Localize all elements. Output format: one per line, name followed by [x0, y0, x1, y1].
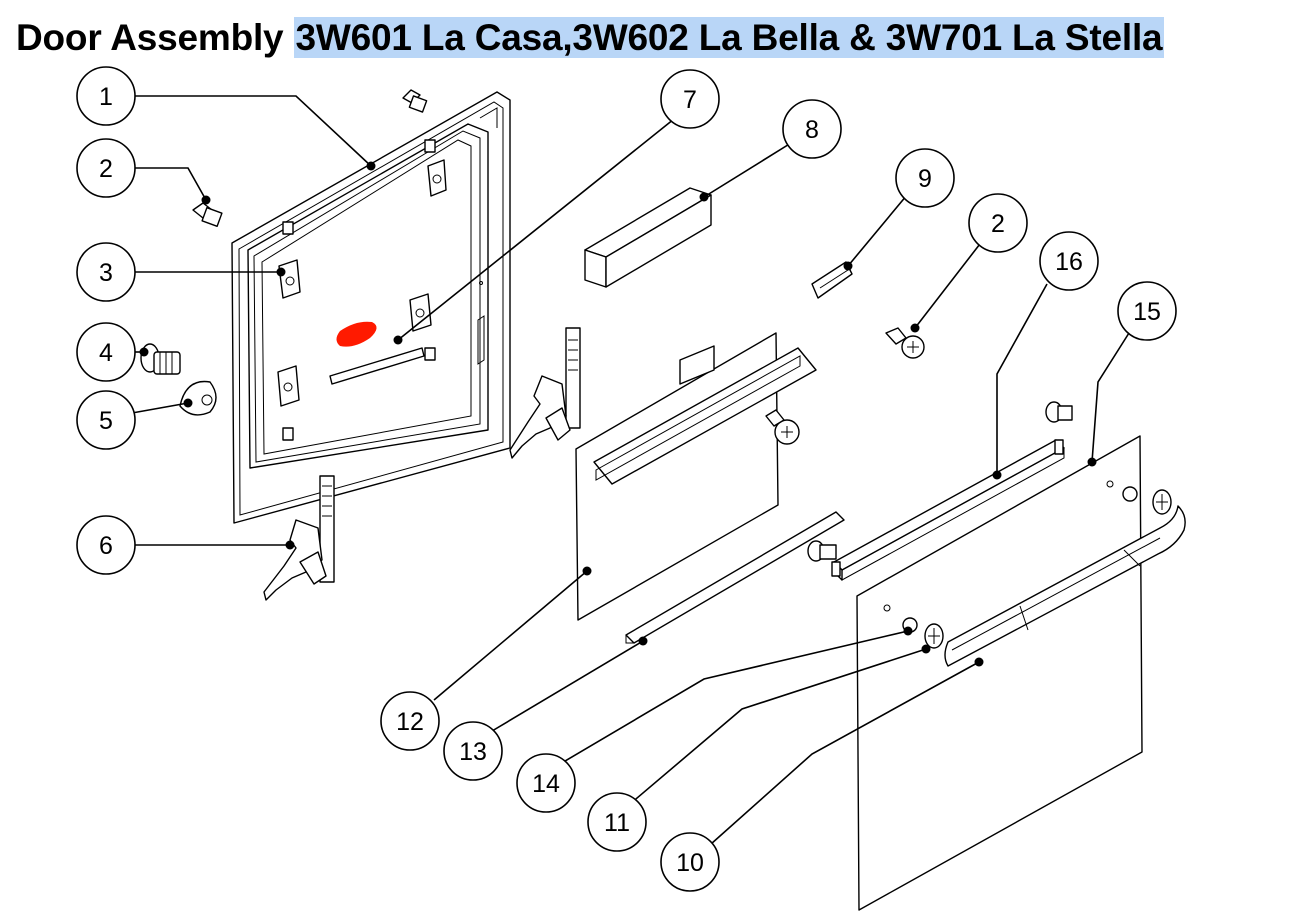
title-prefix: Door Assembly — [16, 17, 294, 58]
leader-lines — [130, 95, 1130, 845]
callout-2-right: 2 — [968, 193, 1028, 253]
callout-8: 8 — [782, 99, 842, 159]
callout-label: 2 — [99, 155, 113, 183]
callout-2-left: 2 — [76, 138, 136, 198]
frame-clips — [277, 139, 447, 441]
callout-3: 3 — [76, 242, 136, 302]
outer-door-panel — [856, 435, 1172, 911]
callout-label: 15 — [1133, 298, 1161, 326]
callout-label: 9 — [918, 165, 932, 193]
page-title: Door Assembly 3W601 La Casa,3W602 La Bel… — [16, 14, 1165, 62]
rail-screw-bottom — [807, 540, 837, 562]
callout-7: 7 — [660, 69, 720, 129]
screw-right — [885, 327, 925, 359]
door-handle — [944, 505, 1186, 667]
callout-1: 1 — [76, 66, 136, 126]
callout-label: 6 — [99, 532, 113, 560]
callout-label: 4 — [99, 339, 113, 367]
callout-label: 3 — [99, 259, 113, 287]
callout-label: 8 — [805, 116, 819, 144]
callout-16: 16 — [1039, 231, 1099, 291]
callout-5: 5 — [76, 390, 136, 450]
callout-label: 10 — [676, 849, 704, 877]
callout-label: 7 — [683, 86, 697, 114]
leader-dots — [139, 161, 1097, 667]
callout-label: 13 — [459, 738, 487, 766]
top-trim-rail — [831, 439, 1065, 581]
rail-screw-top — [1045, 401, 1073, 423]
callout-label: 16 — [1055, 248, 1083, 276]
vent-strip — [329, 347, 425, 385]
door-hinge-left — [263, 475, 335, 601]
lower-glass-strip — [625, 511, 845, 644]
callout-13: 13 — [443, 721, 503, 781]
door-bolt — [140, 343, 181, 375]
callout-15: 15 — [1117, 281, 1177, 341]
callout-6: 6 — [76, 515, 136, 575]
callout-14: 14 — [516, 753, 576, 813]
callout-9: 9 — [895, 148, 955, 208]
callout-12: 12 — [380, 691, 440, 751]
screw-top — [402, 89, 428, 113]
dome-cap — [179, 380, 217, 416]
callout-label: 1 — [99, 83, 113, 111]
title-models-highlighted: 3W601 La Casa,3W602 La Bella & 3W701 La … — [293, 17, 1165, 58]
inner-door-frame — [231, 91, 511, 524]
callout-label: 12 — [396, 708, 424, 736]
middle-glass-panel — [575, 332, 817, 621]
callout-4: 4 — [76, 322, 136, 382]
callout-label: 14 — [532, 770, 560, 798]
red-marker — [336, 321, 377, 347]
callout-label: 11 — [604, 809, 630, 837]
callout-11: 11 — [587, 792, 647, 852]
screw-left — [192, 202, 223, 228]
callout-label: 5 — [99, 407, 113, 435]
callout-10: 10 — [660, 832, 720, 892]
door-hinge-middle — [509, 327, 581, 459]
small-bracket — [811, 261, 853, 299]
callout-label: 2 — [991, 210, 1005, 238]
insulation-block — [584, 187, 712, 288]
